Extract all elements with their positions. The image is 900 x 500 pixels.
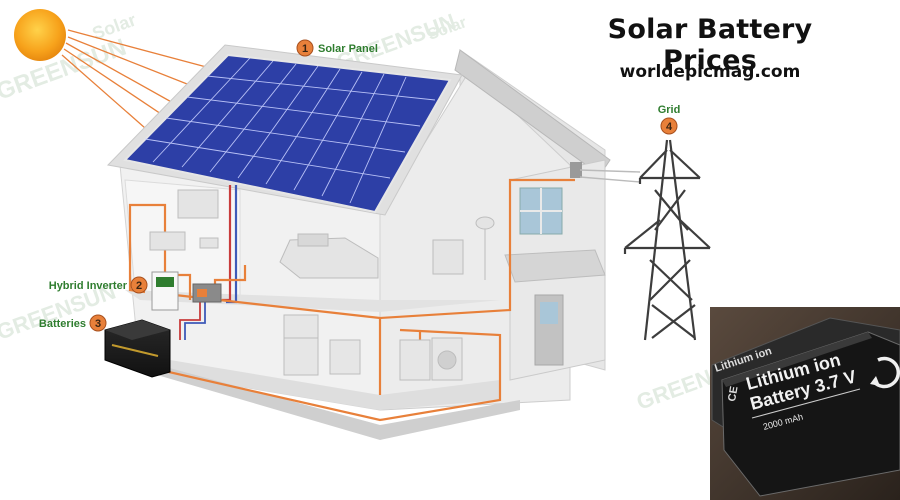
solar-panel: [106, 44, 463, 216]
lower-furniture: [283, 314, 463, 381]
label-hybrid-inverter: Hybrid Inverter 2: [49, 276, 148, 294]
label-batteries: Batteries 3: [39, 314, 107, 332]
door: [534, 294, 564, 366]
battery-photo: Lithium ion Lithium ion Battery 3.7 V 20…: [710, 307, 900, 500]
label-text: Batteries: [39, 318, 86, 330]
sun-icon: [14, 9, 66, 61]
batteries: [104, 319, 171, 378]
label-text: Hybrid Inverter: [49, 280, 128, 292]
page-title: Solar Battery Prices: [607, 14, 813, 76]
upper-furniture: [149, 189, 495, 280]
badge-number: 2: [136, 280, 142, 292]
recycle-icon: [870, 356, 900, 389]
meter-box: [570, 162, 582, 178]
label-grid: Grid 4: [658, 104, 681, 135]
badge-number: 4: [666, 121, 673, 133]
site-url: worldepicmag.com: [619, 62, 801, 82]
ce-mark: CE: [726, 385, 740, 402]
badge-number: 3: [95, 318, 101, 330]
badge-number: 1: [302, 43, 308, 55]
label-text: Solar Panel: [318, 43, 378, 55]
label-text: Grid: [658, 104, 681, 116]
grid-tower-icon: [623, 139, 711, 341]
label-solar-panel: 1 Solar Panel: [296, 39, 378, 57]
hybrid-inverter: [151, 271, 222, 311]
